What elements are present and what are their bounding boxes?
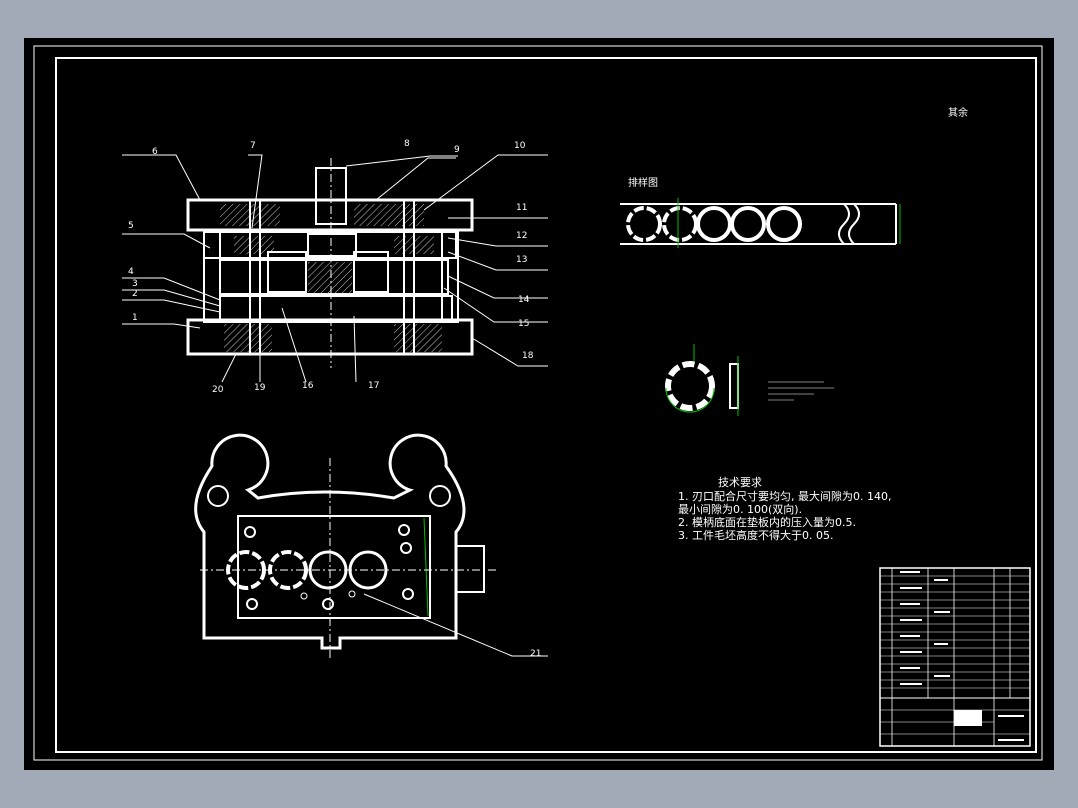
part-label-16: 16 — [302, 381, 314, 391]
part-label-8: 8 — [404, 139, 410, 149]
part-label-7: 7 — [250, 141, 256, 151]
part-leaders — [122, 154, 548, 657]
outer-frame — [33, 45, 1043, 761]
strip-layout-title: 排样图 — [628, 176, 658, 189]
part-label-14: 14 — [518, 295, 530, 305]
part-label-5: 5 — [128, 221, 134, 231]
part-label-20: 20 — [212, 385, 224, 395]
die-plan-view[interactable] — [194, 433, 496, 658]
drawing-canvas: 其余 — [33, 45, 1043, 761]
corner-note: 其余 — [948, 106, 968, 119]
part-label-9: 9 — [454, 145, 460, 155]
part-label-3: 3 — [132, 279, 138, 289]
part-label-4: 4 — [128, 267, 134, 277]
part-label-19: 19 — [254, 383, 266, 393]
part-labels: 1 2 3 4 5 6 7 8 9 10 11 12 13 14 15 16 1… — [128, 139, 541, 659]
part-label-13: 13 — [516, 255, 527, 265]
part-label-18: 18 — [522, 351, 534, 361]
part-label-12: 12 — [516, 231, 527, 241]
workpiece-drawing[interactable] — [665, 344, 834, 416]
part-label-15: 15 — [518, 319, 529, 329]
part-label-1: 1 — [132, 313, 138, 323]
die-front-section-view[interactable] — [186, 158, 474, 368]
technical-requirements: 技术要求 1. 刃口配合尺寸要均匀, 最大间隙为0. 140, 最小间隙为0. … — [678, 476, 891, 542]
drawing-sheet: 其余 — [24, 38, 1054, 770]
tech-req-line-1: 1. 刃口配合尺寸要均匀, 最大间隙为0. 140, — [678, 489, 891, 503]
tech-req-title: 技术要求 — [718, 476, 762, 489]
part-label-21: 21 — [530, 649, 541, 659]
strip-layout[interactable] — [620, 198, 901, 248]
part-label-2: 2 — [132, 289, 138, 299]
part-label-11: 11 — [516, 203, 527, 213]
tech-req-line-2: 最小间隙为0. 100(双向). — [678, 502, 802, 516]
title-block[interactable] — [879, 567, 1031, 747]
inner-frame — [55, 57, 1037, 753]
part-label-17: 17 — [368, 381, 379, 391]
part-label-10: 10 — [514, 141, 526, 151]
tech-req-line-3: 2. 模柄底面在垫板内的压入量为0.5. — [678, 515, 856, 529]
tech-req-line-4: 3. 工件毛坯高度不得大于0. 05. — [678, 528, 833, 542]
part-label-6: 6 — [152, 147, 158, 157]
